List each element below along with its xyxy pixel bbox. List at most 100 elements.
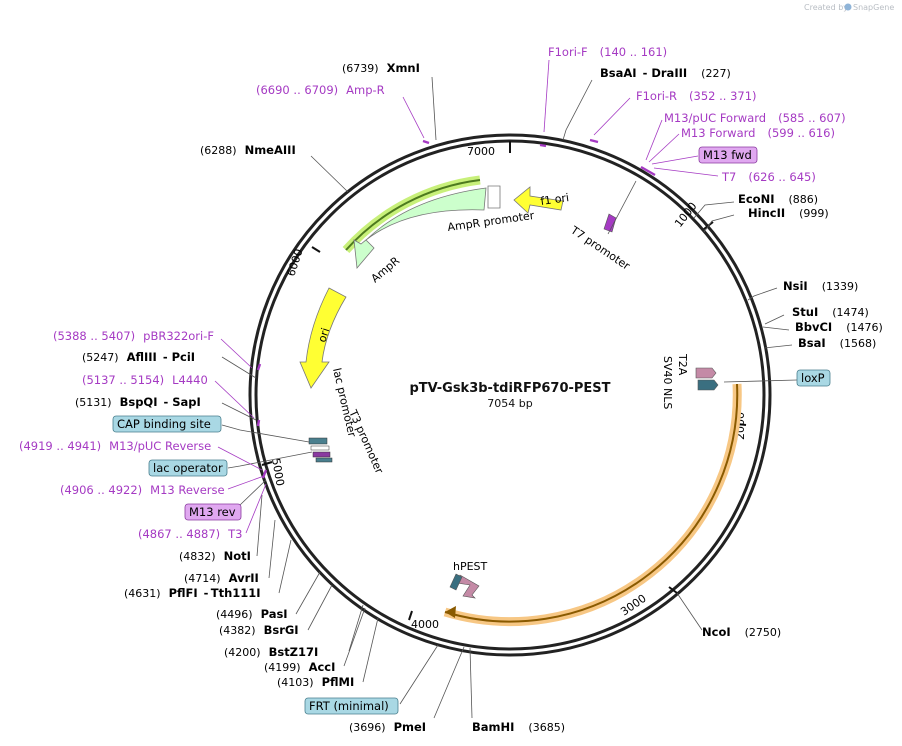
plead-f1ori-r: [593, 97, 631, 136]
plead-t7: [653, 167, 719, 177]
loxp-label: loxP: [801, 371, 825, 385]
primer-mark-f1ori-r: [589, 138, 599, 144]
leader-stui: [764, 314, 785, 325]
t3-promoter-label: T3 promoter: [346, 407, 386, 476]
tick-label-7000: 7000: [467, 145, 495, 158]
tdirfp-orf-arrowhead: [445, 606, 456, 618]
ampr-promoter-label: AmpR promoter: [447, 209, 536, 234]
primer-labels: F1ori-F(140 .. 161) F1ori-R(352 .. 371) …: [19, 45, 846, 541]
leader-lacop: [227, 451, 313, 469]
primer-m13-reverse[interactable]: (4906 .. 4922)M13 Reverse: [60, 483, 225, 497]
enzyme-acci[interactable]: (4199)AccI: [264, 660, 335, 674]
f1-ori-label: f1 ori: [540, 191, 570, 208]
m13-fwd-label: M13 fwd: [703, 148, 752, 162]
plead-m13fwd-box: [651, 155, 699, 165]
enzyme-econi[interactable]: EcoNI(886): [738, 192, 818, 206]
ampr-label: AmpR: [369, 254, 403, 285]
enzyme-pmei[interactable]: (3696)PmeI: [349, 720, 426, 734]
snapgene-credit: Created by SnapGene: [804, 3, 894, 12]
m13-rev-box[interactable]: [184, 503, 242, 521]
tick-label-6000: 6000: [284, 247, 305, 278]
primer-mark-pbr322: [256, 363, 262, 371]
plead-m13puc-rev: [217, 446, 263, 471]
primer-leaders: [214, 59, 719, 534]
primer-m13puc-reverse[interactable]: (4919 .. 4941)M13/pUC Reverse: [19, 439, 211, 453]
enzyme-bstz17i[interactable]: (4200)BstZ17I: [224, 645, 318, 659]
enzyme-pflmi[interactable]: (4103)PflMI: [277, 675, 354, 689]
enzyme-hincii[interactable]: HincII(999): [748, 206, 829, 220]
ori-feature[interactable]: [299, 287, 347, 389]
plead-f1ori-f: [543, 59, 550, 133]
lac-operator-box[interactable]: [148, 459, 228, 477]
sv40-nls-label: SV40 NLS: [661, 356, 674, 409]
enzyme-pflfi-tth111i[interactable]: (4631)PflFI-Tth111I: [124, 586, 261, 600]
enzyme-bamhi[interactable]: BamHI(3685): [472, 720, 565, 734]
credit-prefix: Created by: [804, 3, 848, 12]
ampr-orf-arc: [345, 179, 481, 251]
loxp-box[interactable]: [796, 369, 831, 387]
primer-amp-r[interactable]: (6690 .. 6709)Amp-R: [256, 83, 385, 97]
primer-m13puc-forward[interactable]: M13/pUC Forward(585 .. 607): [664, 111, 846, 125]
enzyme-noti[interactable]: (4832)NotI: [179, 549, 251, 563]
enzyme-bsai[interactable]: BsaI(1568): [798, 336, 876, 350]
plead-m13-fwd: [648, 133, 680, 163]
leader-pflmi: [362, 617, 379, 683]
primer-t7[interactable]: T7(626 .. 645): [721, 170, 816, 184]
tick-mark-3000: [668, 586, 678, 594]
primer-mark-f1ori-f: [539, 143, 547, 148]
enzyme-bsaai-draiii[interactable]: BsaAI-DraIII(227): [600, 66, 731, 80]
enzyme-pasi[interactable]: (4496)PasI: [216, 607, 288, 621]
frt-minimal-box[interactable]: [304, 697, 399, 715]
leader-avrii: [268, 519, 276, 579]
cap-binding-site-box[interactable]: [112, 415, 222, 433]
plead-l4440: [214, 380, 255, 419]
plead-t3: [245, 483, 267, 534]
leader-bamhi: [469, 647, 473, 719]
hpest-linker-feature[interactable]: [449, 573, 463, 591]
leader-bsai: [763, 344, 793, 349]
t2a-label: T2A: [676, 353, 689, 376]
enzyme-bspqi-sapi[interactable]: (5131)BspQI-SapI: [75, 395, 201, 409]
lac-operator-feature: [312, 451, 331, 458]
enzyme-ncoi[interactable]: NcoI(2750): [702, 625, 781, 639]
enzyme-afliii-pcii[interactable]: (5247)AflIII-PciI: [82, 350, 195, 364]
tick-label-5000: 5000: [269, 457, 287, 487]
t7-promoter-label: T7 promoter: [567, 223, 632, 273]
credit-brand: SnapGene: [853, 3, 894, 12]
leader-nsii: [747, 287, 778, 301]
leader-bstz17i: [348, 604, 364, 652]
ampr-feature[interactable]: [353, 187, 487, 269]
tick-mark-5000: [261, 461, 273, 466]
ampr-promoter-feature[interactable]: [487, 185, 501, 209]
primer-l4440[interactable]: (5137 .. 5154)L4440: [82, 373, 208, 387]
m13-fwd-box[interactable]: [698, 146, 758, 164]
leader-pasi: [295, 571, 321, 615]
leader-econi: [693, 201, 735, 219]
enzyme-bbvci[interactable]: BbvCI(1476): [795, 320, 883, 334]
primer-pbr322ori-f[interactable]: (5388 .. 5407)pBR322ori-F: [53, 329, 214, 343]
frt-minimal-label: FRT (minimal): [309, 699, 389, 713]
leader-acci: [343, 607, 366, 667]
f1-ori-feature[interactable]: [513, 186, 564, 214]
primer-f1ori-r[interactable]: F1ori-R(352 .. 371): [636, 89, 757, 103]
primer-m13-forward[interactable]: M13 Forward(599 .. 616): [681, 126, 835, 140]
leader-pmei: [433, 646, 465, 719]
leader-hincii: [703, 214, 735, 233]
lac-region-features[interactable]: [308, 437, 333, 463]
snapgene-logo-icon: [844, 3, 852, 11]
enzyme-nmeaiii[interactable]: (6288)NmeAIII: [200, 143, 296, 157]
t7-promoter-feature[interactable]: [603, 213, 617, 233]
enzyme-bsrgi[interactable]: (4382)BsrGI: [219, 623, 299, 637]
enzyme-xmni[interactable]: (6739)XmnI: [342, 61, 420, 75]
enzyme-avrii[interactable]: (4714)AvrII: [184, 571, 259, 585]
leader-bsrgi: [307, 584, 333, 631]
plead-pbr322: [220, 338, 253, 369]
sv40-nls-feature: [697, 379, 719, 391]
enzyme-stui[interactable]: StuI(1474): [792, 305, 869, 319]
primer-t3[interactable]: (4867 .. 4887)T3: [138, 527, 242, 541]
enzyme-labels: (6739)XmnI BsaAI-DraIII(227) (6288)NmeAI…: [75, 61, 883, 734]
leader-noti: [256, 494, 263, 557]
t2a-sv40-features[interactable]: [695, 367, 719, 391]
primer-f1ori-f[interactable]: F1ori-F(140 .. 161): [548, 45, 667, 59]
enzyme-nsii[interactable]: NsiI(1339): [783, 279, 858, 293]
